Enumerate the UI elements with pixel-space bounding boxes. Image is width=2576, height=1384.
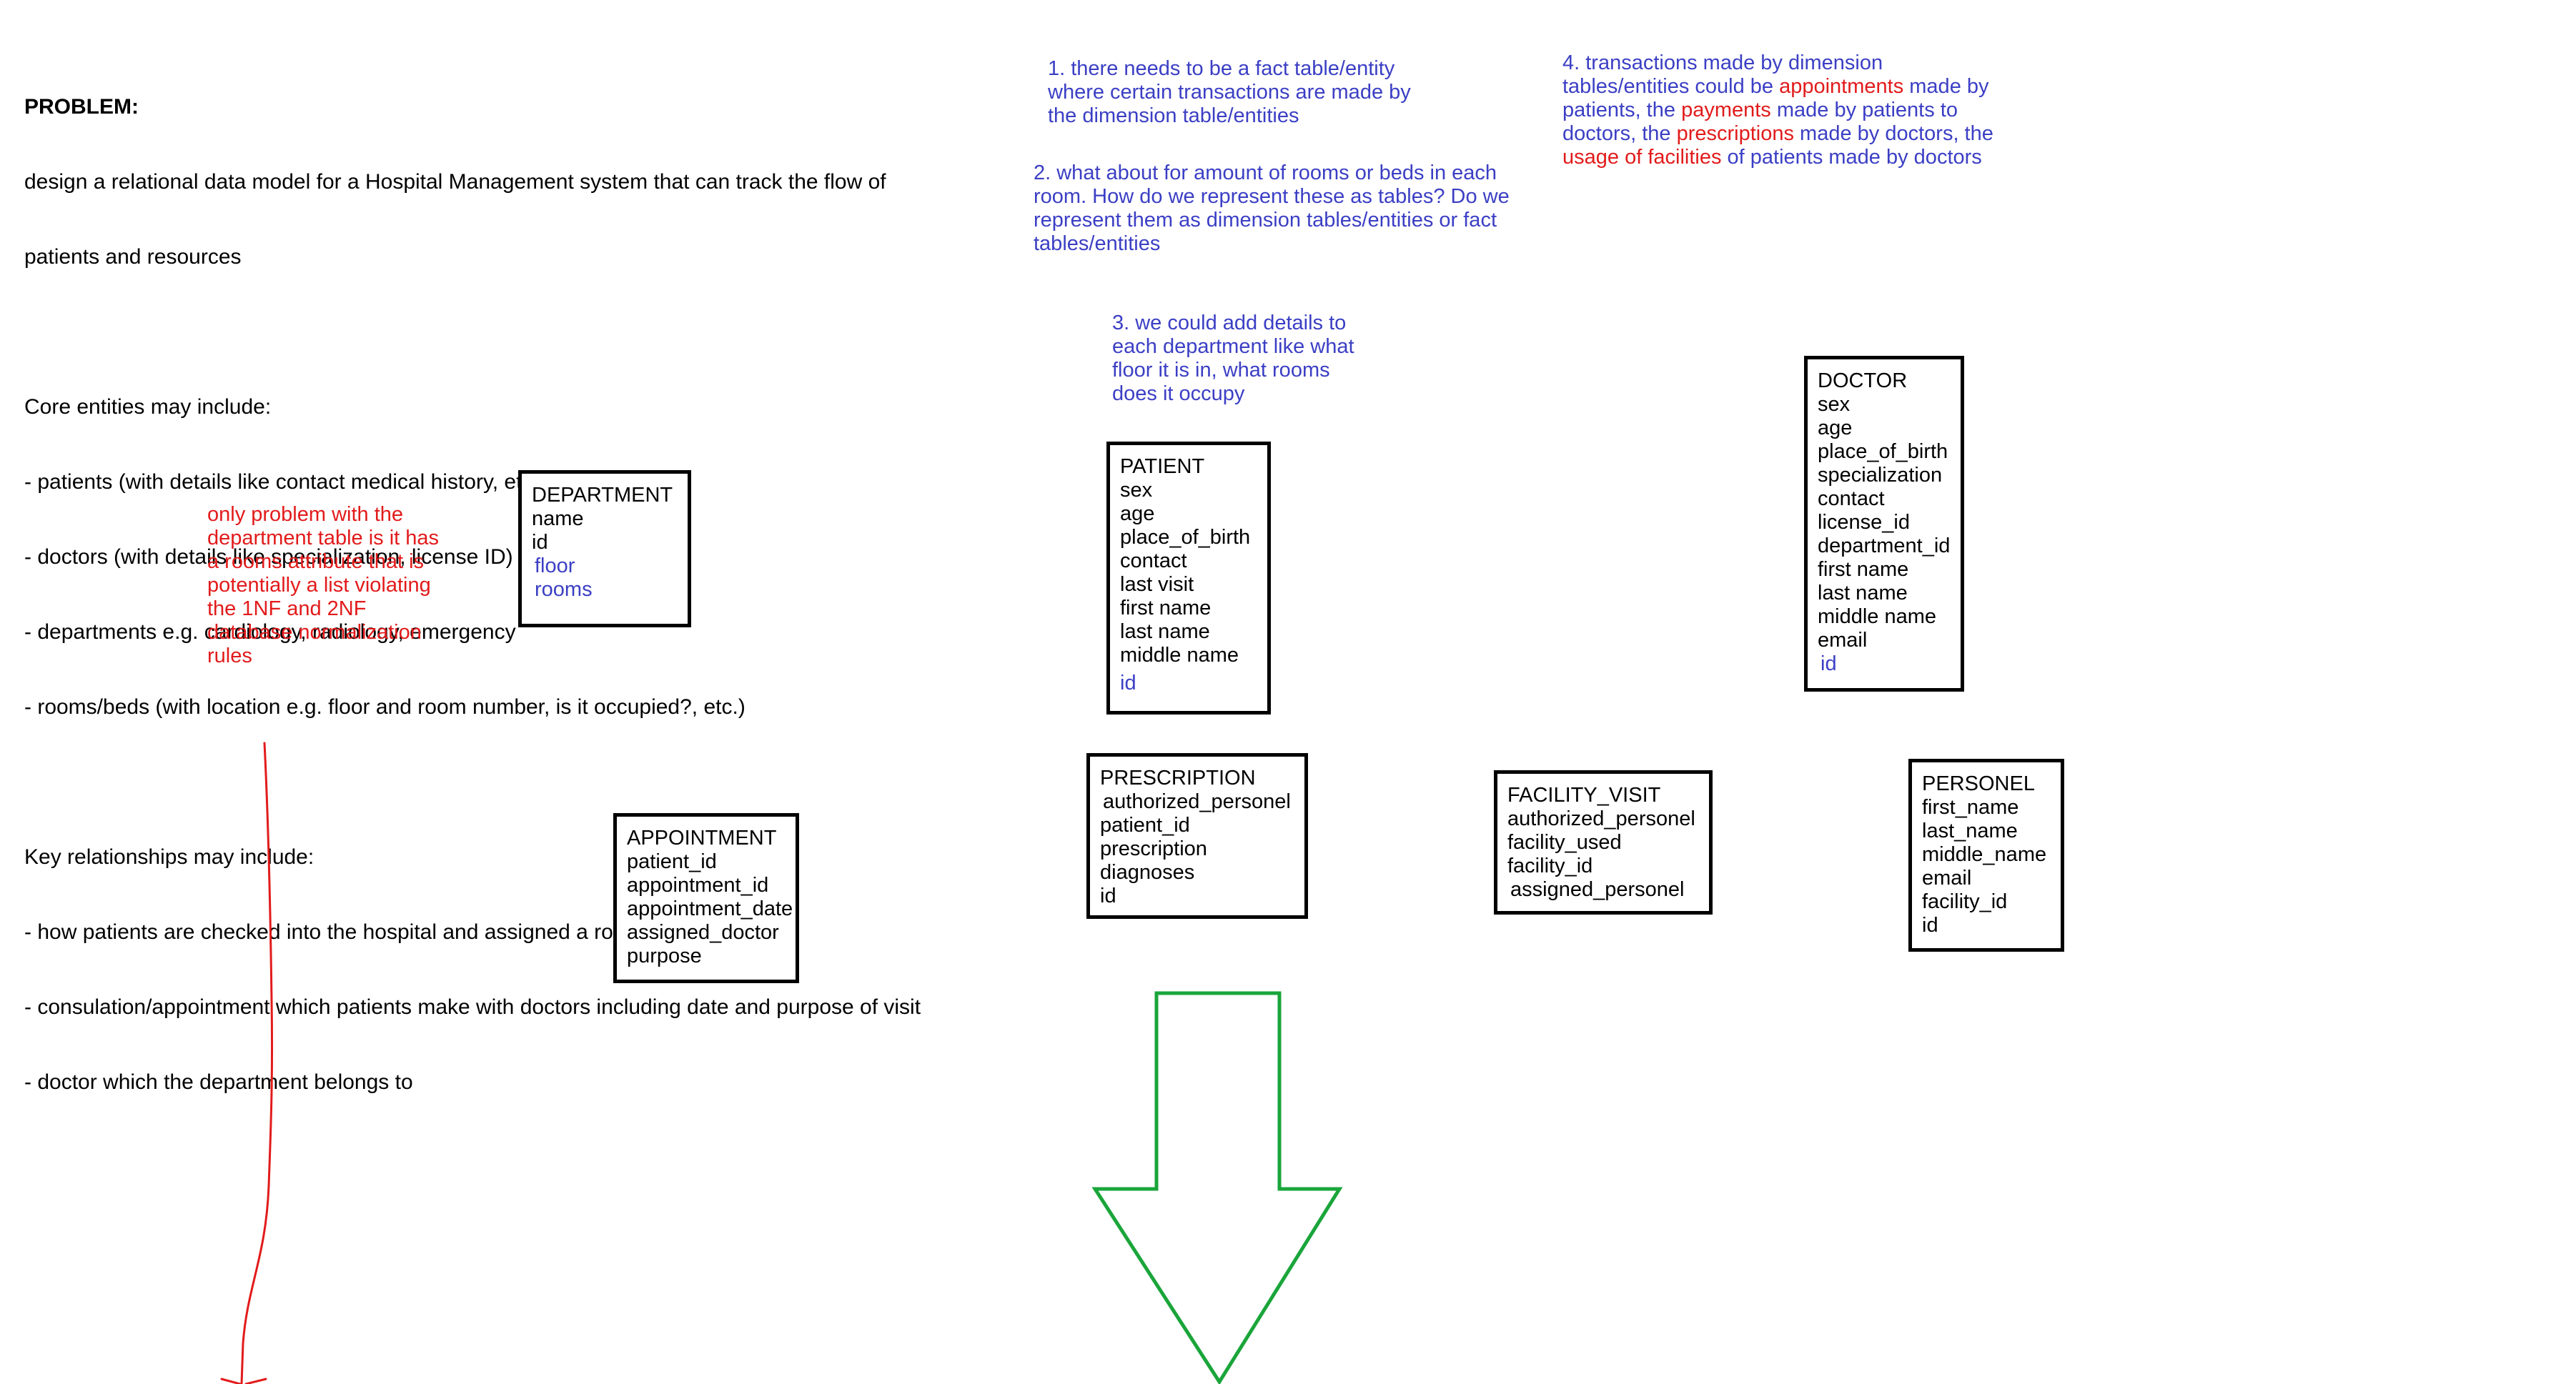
entity-name: PERSONEL [1922, 772, 2035, 795]
note-fact-table: 1. there needs to be a fact table/entity… [1048, 57, 1411, 127]
relationship-item: - consulation/appointment which patients… [24, 995, 921, 1019]
red-arrow-line [240, 742, 274, 1384]
entity-attribute-added: floor [535, 554, 575, 577]
entity-attribute: appointment_date [627, 897, 793, 920]
entity-attribute-added: rooms [535, 578, 593, 601]
note-transactions: 4. transactions made by dimension tables… [1562, 51, 1993, 169]
entity-attribute: assigned_doctor [627, 921, 779, 944]
entity-attribute: name [532, 507, 584, 530]
entity-attribute: sex [1818, 393, 1851, 416]
problem-text-line: patients and resources [24, 245, 242, 269]
entity-name: PRESCRIPTION [1100, 767, 1256, 790]
entity-attribute: last name [1120, 620, 1210, 643]
entity-attribute: last visit [1120, 573, 1194, 596]
entity-attribute: place_of_birth [1120, 526, 1251, 549]
entity-attribute: patient_id [1100, 814, 1190, 837]
entity-name: FACILITY_VISIT [1507, 784, 1661, 807]
green-down-arrow [1091, 991, 1343, 1384]
entity-attribute: specialization [1818, 464, 1943, 487]
entity-attribute: middle name [1120, 644, 1239, 667]
entity-name: PATIENT [1120, 455, 1205, 478]
entity-name: APPOINTMENT [627, 827, 777, 850]
core-entities-heading: Core entities may include: [24, 395, 272, 419]
relationships-heading: Key relationships may include: [24, 845, 314, 869]
entity-attribute-added: id [1120, 672, 1136, 695]
entity-attribute: assigned_personel [1510, 878, 1685, 901]
entity-attribute: facility_id [1507, 855, 1593, 877]
relationship-item: - how patients are checked into the hosp… [24, 920, 685, 944]
entity-attribute: email [1818, 629, 1868, 652]
entity-attribute: middle name [1818, 605, 1937, 628]
entity-attribute: sex [1120, 479, 1153, 502]
entity-attribute: id [1922, 914, 1938, 937]
note-normalization-problem: only problem with the department table i… [207, 503, 440, 667]
core-entity-item: - doctors (with details like specializat… [24, 545, 513, 569]
highlight-appointments: appointments [1779, 75, 1904, 98]
entity-attribute: department_id [1818, 534, 1951, 557]
note-department-details: 3. we could add details to each departme… [1112, 312, 1354, 405]
highlight-payments: payments [1681, 99, 1771, 121]
note-rooms-beds: 2. what about for amount of rooms or bed… [1034, 161, 1510, 255]
entity-attribute: authorized_personel [1103, 790, 1291, 813]
entity-attribute: facility_id [1922, 890, 2008, 913]
entity-attribute: patient_id [627, 850, 717, 873]
entity-department[interactable]: DEPARTMENT name id floor rooms [518, 470, 691, 627]
problem-statement: PROBLEM: design a relational data model … [24, 44, 921, 1120]
entity-attribute: place_of_birth [1818, 440, 1948, 463]
entity-attribute: first name [1120, 597, 1212, 619]
entity-patient[interactable]: PATIENT sex age place_of_birth contact l… [1106, 442, 1271, 715]
entity-attribute: contact [1120, 549, 1187, 572]
entity-attribute: id [1100, 885, 1116, 907]
entity-attribute: purpose [627, 945, 702, 967]
entity-attribute: id [532, 531, 548, 554]
entity-attribute: first_name [1922, 796, 2019, 819]
core-entity-item: - rooms/beds (with location e.g. floor a… [24, 695, 745, 719]
entity-attribute: first name [1818, 558, 1909, 581]
relationship-item: - doctor which the department belongs to [24, 1070, 413, 1094]
entity-attribute-added: id [1820, 652, 1837, 675]
entity-attribute: diagnoses [1100, 861, 1195, 884]
entity-name: DEPARTMENT [532, 484, 673, 507]
entity-attribute: license_id [1818, 511, 1910, 534]
entity-attribute: email [1922, 867, 1972, 890]
entity-personel[interactable]: PERSONEL first_name last_name middle_nam… [1908, 759, 2064, 952]
core-entity-item: - departments e.g. cardiology, radiology… [24, 620, 516, 644]
entity-facility-visit[interactable]: FACILITY_VISIT authorized_personel facil… [1494, 770, 1713, 915]
entity-attribute: authorized_personel [1507, 807, 1695, 830]
entity-attribute: age [1818, 417, 1853, 439]
problem-text-line: design a relational data model for a Hos… [24, 170, 886, 194]
entity-attribute: middle_name [1922, 843, 2047, 866]
entity-prescription[interactable]: PRESCRIPTION authorized_personel patient… [1086, 753, 1308, 919]
red-arrow-head [220, 1378, 267, 1384]
entity-attribute: prescription [1100, 837, 1207, 860]
highlight-prescriptions: prescriptions [1676, 122, 1794, 145]
entity-attribute: facility_used [1507, 831, 1622, 854]
entity-appointment[interactable]: APPOINTMENT patient_id appointment_id ap… [613, 813, 799, 983]
entity-attribute: last_name [1922, 820, 2018, 842]
problem-title: PROBLEM: [24, 95, 139, 119]
entity-attribute: last name [1818, 582, 1908, 604]
highlight-usage-of-facilities: usage of facilities [1562, 146, 1722, 169]
entity-attribute: contact [1818, 487, 1885, 510]
entity-name: DOCTOR [1818, 369, 1908, 392]
entity-attribute: appointment_id [627, 874, 769, 897]
entity-doctor[interactable]: DOCTOR sex age place_of_birth specializa… [1804, 356, 1964, 692]
entity-attribute: age [1120, 502, 1155, 525]
